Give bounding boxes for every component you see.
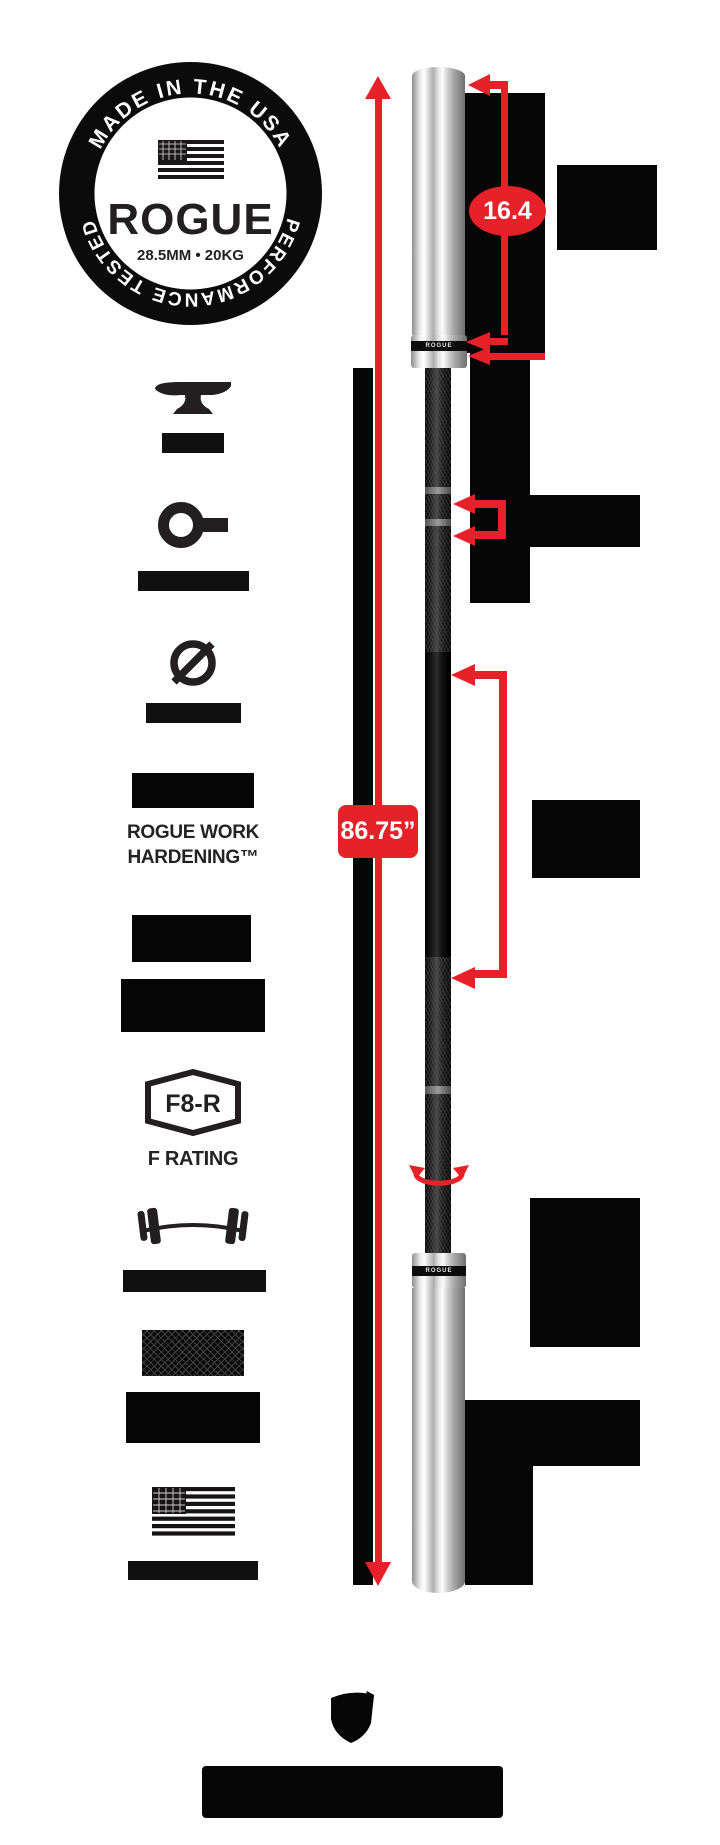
sleeve-dim-elbow-top (486, 81, 508, 89)
sleeve-length-value: 16.4 (469, 186, 546, 236)
total-length-value: 86.75” (338, 805, 430, 858)
redacted-bottom-title-bar (202, 1766, 503, 1818)
barbell-bottom-collar: ROGUE (412, 1253, 466, 1288)
redacted-strip-upper-shaft (470, 353, 530, 603)
redacted-strip-bottom-sleeve (465, 1400, 533, 1585)
f-rating-badge-icon: F8-R (145, 1069, 241, 1136)
bottom-collar-band: ROGUE (412, 1266, 466, 1276)
badge-spec-text: 28.5MM • 20KG (137, 247, 244, 264)
redacted-box-rotation-label (530, 1198, 640, 1347)
f-rating-label: F RATING (147, 1148, 239, 1170)
redacted-label-diameter (146, 703, 241, 723)
shaft-knurl-ring-2 (425, 519, 451, 526)
collar-callout-line (488, 353, 545, 360)
diameter-icon (170, 640, 216, 686)
total-length-arrow-up (365, 76, 391, 99)
redacted-box-center-label (532, 800, 640, 878)
bushing-ring-icon (158, 502, 228, 548)
knurl-bracket-line (498, 500, 506, 539)
redacted-label-anvil (162, 433, 224, 453)
redacted-box-knurl-label (126, 1392, 260, 1443)
barbell-top-collar: ROGUE (411, 335, 467, 368)
badge-brand-text: ROGUE (107, 195, 273, 244)
anvil-icon (155, 382, 231, 414)
knurl-bracket-top (473, 500, 505, 508)
knurl-bracket-bottom (473, 531, 505, 539)
rogue-shield-icon (331, 1691, 374, 1743)
work-hardening-line2: HARDENING™ (127, 847, 259, 868)
center-section-arrow-top (451, 664, 475, 686)
knurl-mark-arrow-bottom (453, 526, 475, 546)
redacted-box-work-hardening (132, 773, 254, 808)
work-hardening-line1: ROGUE WORK (126, 822, 260, 843)
badge-inner-circle (94, 97, 287, 290)
redacted-box-tensile-icon (132, 915, 251, 962)
badge-us-flag-icon (158, 140, 224, 179)
redacted-box-bottom-label (533, 1400, 640, 1466)
redacted-label-bushing (138, 571, 249, 591)
top-collar-band: ROGUE (411, 341, 467, 351)
shaft-knurl-ring-3 (425, 1086, 451, 1094)
redacted-label-flag (128, 1561, 258, 1580)
top-collar-brand-text: ROGUE (425, 343, 453, 349)
center-bracket-line (499, 671, 507, 978)
center-section-arrow-bottom (451, 967, 475, 989)
shaft-lower-knurl (425, 957, 451, 1253)
barbell-top-sleeve (412, 67, 465, 335)
redacted-box-tensile-label (121, 979, 265, 1032)
redacted-strip-left (353, 368, 373, 1585)
redacted-label-whip (123, 1270, 266, 1292)
shaft-center-section (425, 652, 451, 957)
shaft-knurl-ring-1 (425, 487, 451, 494)
knurl-mark-arrow-top (453, 494, 475, 514)
barbell-bottom-sleeve (412, 1288, 465, 1593)
barbell-shaft (425, 368, 451, 1253)
center-bracket-top (473, 671, 506, 679)
sleeve-dim-elbow-bottom (488, 338, 508, 345)
sleeve-rotation-arrow-icon (409, 1165, 469, 1186)
shaft-upper-knurl (425, 368, 451, 652)
us-flag-icon (152, 1487, 235, 1536)
made-in-usa-badge: MADE IN THE USA PERFORMANCE TESTED (59, 62, 322, 325)
f-rating-badge-text: F8-R (165, 1090, 221, 1118)
work-hardening-label: ROGUE WORK HARDENING™ (103, 820, 283, 870)
sleeve-dim-arrow-top (468, 74, 490, 96)
collar-callout-arrow (468, 347, 490, 365)
redacted-box-knurl-marks-label (530, 495, 640, 547)
total-length-arrow-down (365, 1562, 391, 1586)
bar-whip-icon (137, 1207, 249, 1245)
center-bracket-bottom (473, 970, 506, 978)
redacted-box-sleeve-label (557, 165, 657, 250)
bottom-collar-brand-text: ROGUE (425, 1268, 453, 1274)
knurl-pattern-icon (142, 1330, 244, 1376)
